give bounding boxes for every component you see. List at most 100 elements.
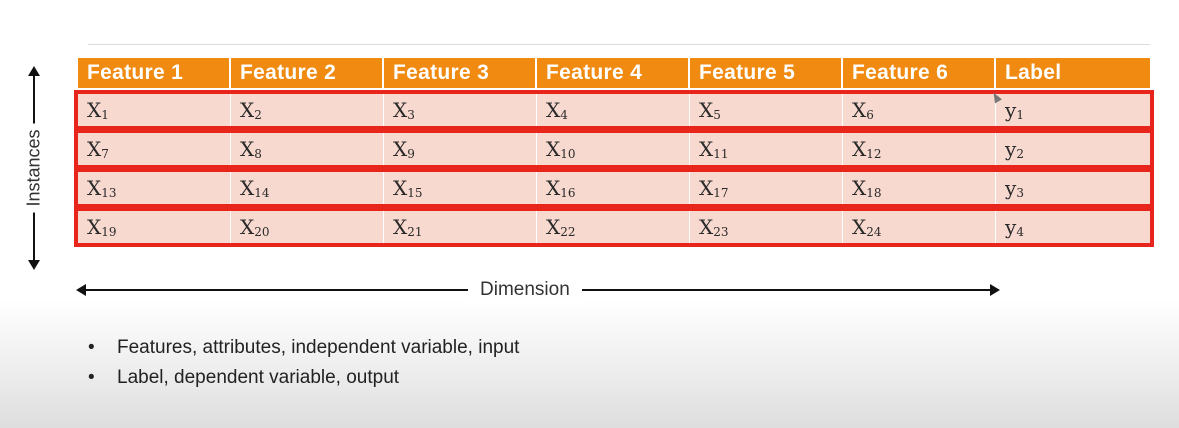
cell-subscript: 18 [866,186,882,200]
cell-subscript: 4 [1016,225,1024,239]
cell-subscript: 20 [254,225,270,239]
top-divider [88,44,1150,45]
bullet-icon: • [88,367,95,388]
dataset-table: Feature 1 Feature 2 Feature 3 Feature 4 … [74,58,1154,247]
cell-subscript: 5 [713,108,721,122]
cell-symbol: X [240,98,255,122]
cell-symbol: X [546,176,561,200]
feature-cell: X2 [231,94,384,126]
cell-subscript: 4 [560,108,568,122]
feature-cell: X6 [843,94,996,126]
cell-subscript: 2 [1016,147,1024,161]
instances-label: Instances [23,123,45,213]
header-feature-5: Feature 5 [690,58,843,88]
bullet-text: Features, attributes, independent variab… [117,337,520,358]
cell-symbol: X [240,176,255,200]
feature-cell: X4 [537,94,690,126]
cell-subscript: 9 [407,147,415,161]
feature-cell: X3 [384,94,537,126]
cell-symbol: y [1005,137,1017,161]
cell-symbol: X [699,137,714,161]
header-feature-4: Feature 4 [537,58,690,88]
cell-symbol: X [393,215,408,239]
header-feature-6: Feature 6 [843,58,996,88]
cell-subscript: 10 [560,147,576,161]
bullet-text: Label, dependent variable, output [117,367,400,388]
feature-cell: X16 [537,172,690,204]
cell-subscript: 23 [713,225,729,239]
bullet-list: • Features, attributes, independent varia… [88,333,519,393]
bullet-item: • Features, attributes, independent varia… [88,333,519,363]
cell-symbol: X [852,98,867,122]
cell-subscript: 19 [101,225,117,239]
cell-symbol: X [546,215,561,239]
header-feature-1: Feature 1 [78,58,231,88]
feature-cell: X1 [78,94,231,126]
label-cell: y4 [996,211,1150,243]
header-feature-3: Feature 3 [384,58,537,88]
instances-axis: Instances [18,66,54,270]
cell-symbol: X [87,215,102,239]
cell-symbol: X [699,98,714,122]
cell-subscript: 12 [866,147,882,161]
feature-cell: X22 [537,211,690,243]
feature-cell: X14 [231,172,384,204]
feature-cell: X23 [690,211,843,243]
cell-subscript: 2 [254,108,262,122]
cell-symbol: X [546,137,561,161]
bullet-icon: • [88,337,95,358]
cell-symbol: X [699,215,714,239]
cell-subscript: 15 [407,186,423,200]
cell-subscript: 7 [101,147,109,161]
dimension-label: Dimension [468,277,582,303]
cell-symbol: X [852,176,867,200]
feature-cell: X24 [843,211,996,243]
feature-cell: X10 [537,133,690,165]
cell-subscript: 21 [407,225,423,239]
cell-symbol: X [546,98,561,122]
cell-subscript: 1 [1016,108,1024,122]
cell-subscript: 3 [407,108,415,122]
feature-cell: X18 [843,172,996,204]
cell-subscript: 16 [560,186,576,200]
cell-symbol: X [240,215,255,239]
header-label: Label [1005,61,1062,84]
cell-symbol: X [87,137,102,161]
feature-cell: X13 [78,172,231,204]
feature-cell: X9 [384,133,537,165]
cell-symbol: y [1005,176,1017,200]
label-cell: y3 [996,172,1150,204]
feature-cell: X12 [843,133,996,165]
cell-symbol: X [852,215,867,239]
cell-symbol: y [1005,98,1017,122]
cell-symbol: X [87,176,102,200]
cell-symbol: X [393,176,408,200]
cell-subscript: 14 [254,186,270,200]
cell-symbol: X [852,137,867,161]
header-feature-2: Feature 2 [231,58,384,88]
feature-cell: X11 [690,133,843,165]
cell-subscript: 6 [866,108,874,122]
cell-symbol: y [1005,215,1017,239]
bullet-item: • Label, dependent variable, output [88,363,519,393]
feature-cell: X8 [231,133,384,165]
cell-symbol: X [87,98,102,122]
label-cell: y1 [996,94,1150,126]
cell-subscript: 3 [1016,186,1024,200]
feature-cell: X17 [690,172,843,204]
cell-subscript: 24 [866,225,882,239]
feature-cell: X21 [384,211,537,243]
feature-cell: X7 [78,133,231,165]
cell-symbol: X [393,137,408,161]
label-cell: y2 [996,133,1150,165]
feature-cell: X19 [78,211,231,243]
cell-symbol: X [393,98,408,122]
cell-subscript: 13 [101,186,117,200]
cell-symbol: X [240,137,255,161]
cell-subscript: 8 [254,147,262,161]
cell-subscript: 22 [560,225,576,239]
